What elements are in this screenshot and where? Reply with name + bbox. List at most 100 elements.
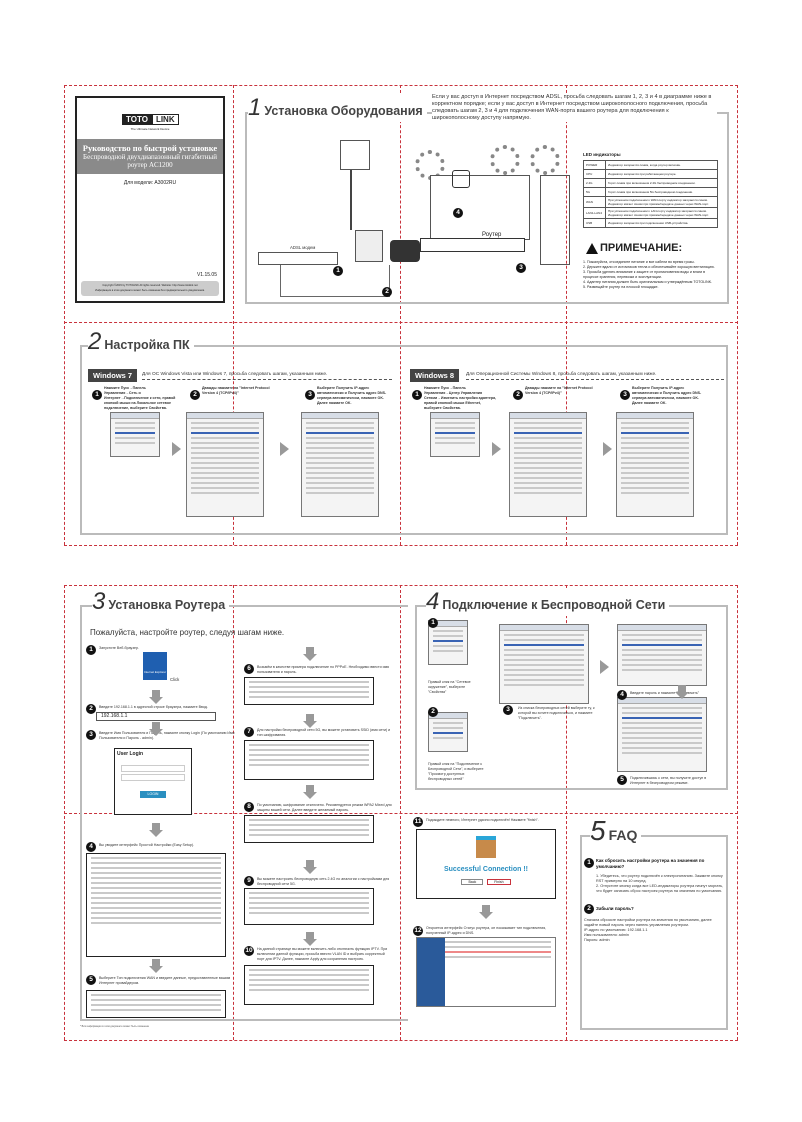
note-item: 3. Просьба уделять внимание к защите от …: [583, 270, 706, 279]
finish-button[interactable]: Finish: [487, 879, 511, 885]
led-table-title: LED индикаторы: [583, 152, 621, 157]
win7-step-text: Нажмите Пуск→Панель Управления→Сеть и Ин…: [104, 386, 176, 410]
warning-icon: [586, 242, 598, 254]
adsl-modem: [258, 252, 338, 265]
step-3-marker: 3: [516, 263, 526, 273]
faq-answer-line: IP-адрес по умолчанию: 192.168.1.1: [584, 928, 648, 932]
section-title: Установка Оборудования: [264, 104, 423, 118]
wifi-step-text: Из списка беспроводных сетей выберите ту…: [518, 706, 595, 720]
router-step-text: По умолчанию, шифрование отключено. Реко…: [257, 803, 392, 812]
login-title: User Login: [117, 751, 144, 757]
router-step-text: Для настройки беспроводной сети 5G, вы м…: [257, 728, 391, 737]
led-name: LAN1-LAN4: [583, 207, 606, 219]
step-1-marker: 1: [333, 266, 343, 276]
win8-step-text: Нажмите Пуск→Панель Управления→Центр Упр…: [424, 386, 497, 410]
win7-screenshot: [186, 412, 264, 517]
cut-line: [737, 585, 738, 1040]
settings-screenshot: [244, 965, 374, 1005]
copyright-box: Copyright ©2015 by TOTOLINK All rights r…: [81, 281, 219, 296]
router-label: Роутер: [482, 232, 502, 238]
windows-8-instruction: Для Операционной Системы Windows 8, прос…: [466, 372, 724, 380]
settings-screenshot: [244, 740, 374, 780]
win7-step-3-marker: 3: [305, 390, 315, 400]
settings-screenshot: [244, 677, 374, 705]
win8-step-text: Дважды нажмите на "Internet Protocol Ver…: [525, 386, 593, 395]
address-bar[interactable]: 192.168.1.1: [96, 712, 216, 721]
step-4-marker: 4: [453, 208, 463, 218]
question-1-marker: 1: [584, 858, 594, 868]
win7-screenshot: [110, 412, 160, 457]
fold-line: [64, 813, 738, 814]
success-screen: Successful Connection !! Back Finish: [416, 829, 556, 899]
internet-explorer-icon: Internet Explorer: [143, 652, 167, 680]
router-step-1-marker: 1: [86, 645, 96, 655]
led-description: При успешном подключении к WAN-порту инд…: [605, 196, 718, 208]
led-description: Горит синим при включённом 5G беспроводн…: [605, 187, 718, 197]
led-name: USB: [583, 218, 606, 228]
cut-line: [737, 85, 738, 545]
led-name: 2.4G: [583, 178, 606, 188]
divider: [80, 345, 728, 347]
note-item: 1. Пожалуйста, отсоедините питание и все…: [583, 260, 695, 264]
settings-screenshot: [244, 815, 374, 843]
faq-content-2: Забыли пароль?: [596, 906, 724, 912]
router-step-8-marker: 8: [244, 802, 254, 812]
arrow-down-icon: [303, 647, 317, 661]
section-number: 3: [92, 588, 106, 615]
win8-step-2-marker: 2: [513, 390, 523, 400]
wall-socket: [340, 140, 370, 170]
win7-step-1-marker: 1: [92, 390, 102, 400]
settings-screenshot: [244, 888, 374, 925]
wifi-step-text: Подключившись к сети, вы получите доступ…: [630, 776, 707, 785]
cut-line: [64, 85, 65, 545]
username-field[interactable]: [121, 765, 185, 772]
section-1-panel: [245, 112, 729, 304]
arrow-down-icon: [303, 785, 317, 799]
house-wifi-icon: [476, 836, 496, 858]
arrow-right-icon: [172, 442, 181, 456]
back-button[interactable]: Back: [461, 879, 484, 885]
section-number: 1: [248, 94, 262, 121]
disclaimer: Информация в этом документе может быть и…: [95, 289, 205, 292]
wifi-step-text: Введите пароль и нажмите "Подключить": [630, 691, 700, 695]
click-label: Click: [170, 677, 180, 682]
arrow-down-icon: [303, 932, 317, 946]
cut-line: [64, 85, 738, 86]
arrow-down-icon: [479, 905, 493, 919]
settings-screenshot: [86, 990, 226, 1018]
wifi-step-4-marker: 4: [617, 690, 627, 700]
router-step-5-marker: 5: [86, 975, 96, 985]
led-description: Индикатор загорается при подключении USB…: [605, 218, 718, 228]
section-number: 5: [590, 815, 606, 846]
model-label: Для модели: A3002RU: [123, 180, 177, 186]
password-field[interactable]: [121, 774, 185, 781]
faq-answer-2: Сначала сбросьте настройки роутера на зн…: [584, 918, 724, 943]
login-button[interactable]: LOGIN: [140, 791, 166, 798]
win8-screenshot: [616, 412, 694, 517]
router-step-text: Введите Имя Пользователя и Пароль, нажми…: [99, 731, 235, 740]
version-label: V1.15.05: [196, 272, 217, 278]
step-12-text: Откроется интерфейс Статус роутера, он п…: [426, 926, 547, 935]
win8-step-1-marker: 1: [412, 390, 422, 400]
router-step-9-marker: 9: [244, 876, 254, 886]
cut-line: [64, 545, 738, 546]
note-title: ПРИМЕЧАНИЕ:: [600, 242, 683, 254]
splitter: [355, 230, 383, 262]
note-item: 5. Размещайте роутер на плоской площадке…: [583, 285, 659, 289]
section-4-panel: [415, 605, 728, 790]
router-step-3-marker: 3: [86, 730, 96, 740]
computer-illustration: [540, 175, 570, 265]
section-title: Настройка ПК: [104, 338, 190, 352]
section-title: Подключение к Беспроводной Сети: [442, 598, 666, 612]
note-heading: ПРИМЕЧАНИЕ:: [586, 242, 682, 254]
faq-answer-line: 2. Отпустите кнопку когда все LED-индика…: [596, 884, 724, 893]
led-name: CPU: [583, 169, 606, 179]
